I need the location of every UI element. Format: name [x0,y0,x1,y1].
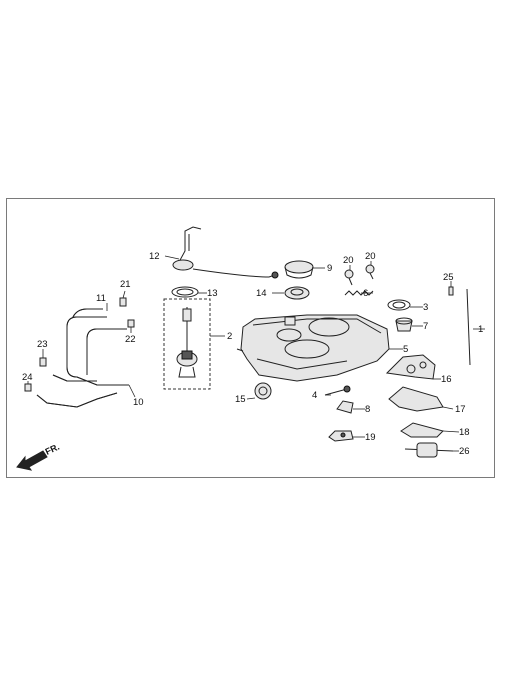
callout-22: 22 [125,334,136,345]
hose-clip-21 [119,297,127,307]
callout-3: 3 [423,302,428,313]
filler-ring [284,286,310,300]
callout-26: 26 [459,446,470,457]
fuel-unit-box [163,298,211,390]
hose-clip-23 [39,357,47,367]
tank-bracket [385,354,436,380]
callout-20-left: 20 [343,255,354,266]
pump-gasket [171,286,199,298]
callout-6: 6 [363,288,368,299]
callout-23: 23 [37,339,48,350]
callout-2: 2 [227,331,232,342]
callout-1: 1 [478,324,483,335]
cap-gasket [387,299,411,311]
bolt-20b [365,264,375,280]
front-direction-indicator: FR. [16,442,61,471]
screw [324,385,351,396]
callout-17: 17 [455,404,466,415]
fuel-filter [404,442,454,458]
mount-plate [388,386,444,412]
callout-18: 18 [459,427,470,438]
spring [344,290,374,296]
hose-clip-22 [127,319,135,328]
callout-9: 9 [327,263,332,274]
callout-8: 8 [365,404,370,415]
breather-tube-assembly [36,308,129,408]
valve-clip [328,430,354,442]
callout-20-right: 20 [365,251,376,262]
callout-16: 16 [441,374,452,385]
callout-15: 15 [235,394,246,405]
callout-13: 13 [207,288,218,299]
grommet [254,382,272,400]
callout-7: 7 [423,321,428,332]
callout-10: 10 [133,397,144,408]
fuel-cap [284,260,314,279]
rubber-cup [395,317,413,332]
callout-25: 25 [443,272,454,283]
parts-diagram-frame: 1 2 3 4 5 6 7 8 9 10 11 12 13 14 15 16 1… [6,198,495,478]
fuel-tank [236,314,390,382]
callout-12: 12 [149,251,160,262]
callout-5: 5 [403,344,408,355]
callout-21: 21 [120,279,131,290]
small-bracket [400,422,444,438]
rubber-cap [336,400,354,414]
callout-24: 24 [22,372,33,383]
callout-14: 14 [256,288,267,299]
fuel-pump-unit [172,226,279,279]
drain-rod [466,288,471,366]
bolt-20a [344,269,354,286]
callout-4: 4 [312,390,317,401]
callout-labels: 1 2 3 4 5 6 7 8 9 10 11 12 13 14 15 16 1… [22,251,483,457]
callout-19: 19 [365,432,376,443]
front-arrow-icon [16,450,48,471]
hose-clip-24 [24,383,32,392]
callout-11: 11 [96,293,106,304]
front-label: FR. [44,442,61,457]
exploded-parts-diagram: 1 2 3 4 5 6 7 8 9 10 11 12 13 14 15 16 1… [16,226,485,471]
leader-lines [27,255,485,452]
rod-clip [448,286,454,296]
